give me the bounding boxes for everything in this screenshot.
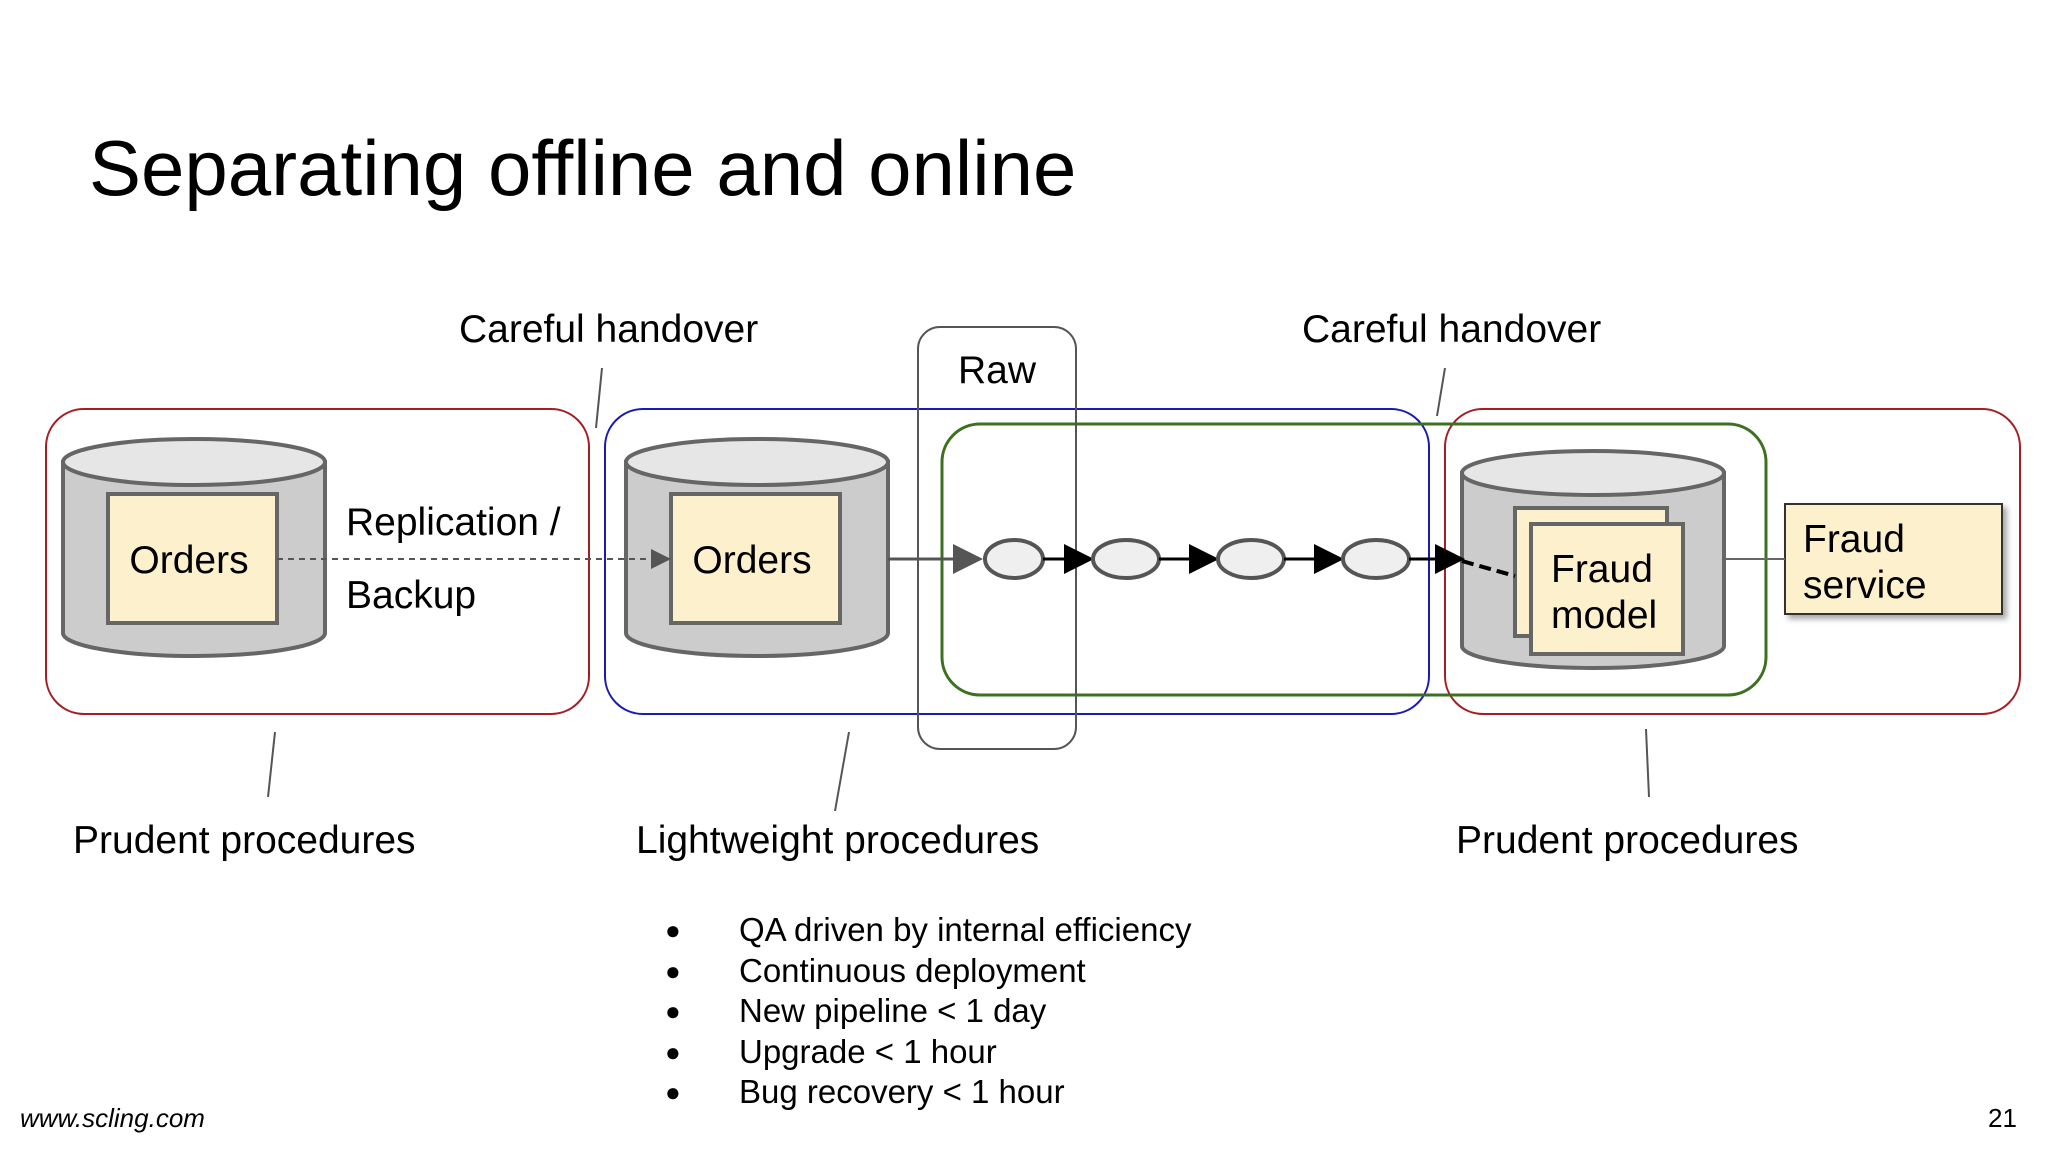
- fraud-service-label-line2: service: [1803, 564, 1927, 607]
- orders-label-middle: Orders: [692, 539, 811, 582]
- bullet-list: QA driven by internal efficiency Continu…: [665, 910, 1191, 1113]
- model-link-line: [1461, 559, 1516, 578]
- lightweight-procedures: Lightweight procedures: [636, 819, 1040, 862]
- fraud-service-box: [1784, 503, 2003, 615]
- fraud-service-label-line1: Fraud: [1803, 518, 1905, 561]
- raw-label: Raw: [958, 349, 1037, 392]
- database-icon-left: [61, 437, 327, 658]
- orders-label-left: Orders: [129, 539, 248, 582]
- dataset-icon-4: [1341, 538, 1411, 580]
- careful-handover-left: Careful handover: [459, 308, 759, 351]
- list-item: New pipeline < 1 day: [665, 991, 1191, 1032]
- slide-title: Separating offline and online: [89, 124, 1077, 212]
- lightweight-region: [604, 408, 1430, 715]
- callout-line-prudent-left: [267, 731, 276, 798]
- replication-label: Replication /: [346, 501, 561, 544]
- dataset-icon-2: [1091, 538, 1161, 580]
- list-item: QA driven by internal efficiency: [665, 910, 1191, 951]
- database-icon-middle: [624, 437, 890, 658]
- list-item: Upgrade < 1 hour: [665, 1032, 1191, 1073]
- callout-line-lightweight: [834, 731, 850, 812]
- callout-line-handover-left: [595, 367, 603, 429]
- callout-line-prudent-right: [1645, 728, 1650, 798]
- callout-line-handover-right: [1436, 367, 1446, 417]
- fraud-model-card: [1529, 522, 1685, 656]
- fraud-model-label-line1: Fraud: [1551, 548, 1653, 591]
- prudent-procedures-left: Prudent procedures: [73, 819, 416, 862]
- dataset-icon-1: [983, 538, 1045, 580]
- prudent-region-left: [45, 408, 590, 715]
- footer-url: www.scling.com: [20, 1103, 205, 1133]
- fraud-model-label-line2: model: [1551, 594, 1657, 637]
- dataset-icon-3: [1216, 538, 1286, 580]
- list-item: Continuous deployment: [665, 951, 1191, 992]
- prudent-procedures-right: Prudent procedures: [1456, 819, 1799, 862]
- careful-handover-right: Careful handover: [1302, 308, 1602, 351]
- page-number: 21: [1988, 1103, 2017, 1133]
- raw-region: [917, 326, 1077, 750]
- backup-label: Backup: [346, 574, 476, 617]
- list-item: Bug recovery < 1 hour: [665, 1072, 1191, 1113]
